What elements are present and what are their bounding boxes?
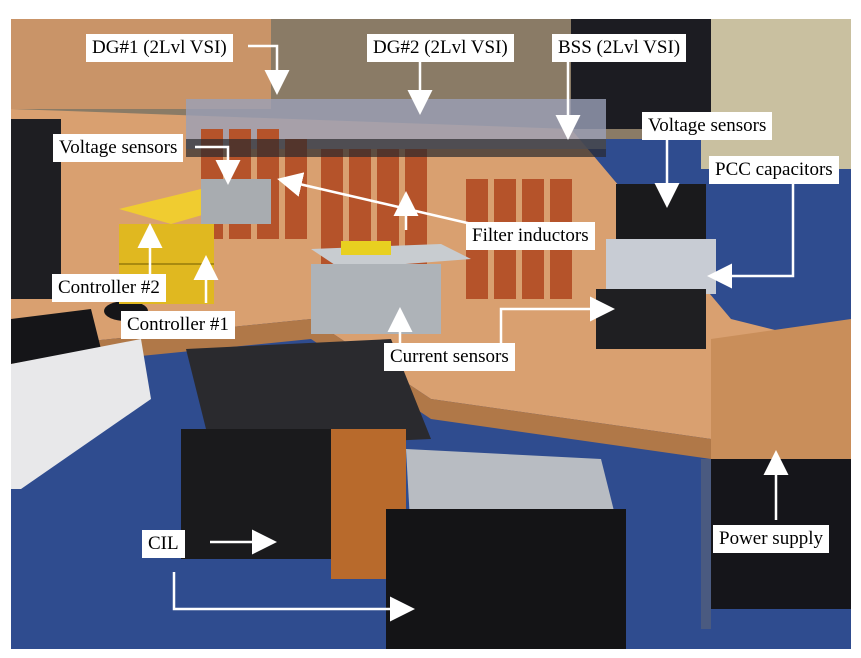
current-sensor-box bbox=[311, 264, 441, 334]
voltage-sensor-box-left bbox=[201, 179, 271, 224]
table-leg bbox=[701, 459, 711, 629]
label-voltage-sensors-right: Voltage sensors bbox=[642, 112, 773, 140]
current-sensor-box-right bbox=[596, 289, 706, 349]
back-shelf bbox=[11, 19, 271, 109]
side-table bbox=[711, 319, 851, 459]
desk-edge bbox=[11, 319, 711, 459]
label-dg2: DG#2 (2Lvl VSI) bbox=[367, 34, 514, 62]
filing-cabinet bbox=[701, 19, 851, 169]
voltage-sensor-box-right bbox=[616, 184, 706, 239]
label-controller2: Controller #2 bbox=[52, 274, 166, 302]
cil-box-left-top bbox=[186, 339, 431, 449]
cil-box-right bbox=[386, 509, 626, 649]
cil-box-left bbox=[181, 429, 331, 559]
hazard-tape bbox=[341, 241, 391, 255]
label-bss: BSS (2Lvl VSI) bbox=[552, 34, 687, 62]
pcc-capacitor-box bbox=[606, 239, 716, 294]
papers bbox=[11, 339, 151, 489]
keyboard bbox=[11, 309, 101, 364]
label-dg1: DG#1 (2Lvl VSI) bbox=[86, 34, 233, 62]
label-current-sensors: Current sensors bbox=[384, 343, 515, 371]
label-voltage-sensors-left: Voltage sensors bbox=[53, 134, 184, 162]
label-controller1: Controller #1 bbox=[121, 311, 235, 339]
label-cil: CIL bbox=[142, 530, 185, 558]
monitor bbox=[11, 119, 61, 299]
label-filter-inductors: Filter inductors bbox=[466, 222, 595, 250]
inverter-lids bbox=[186, 139, 606, 157]
label-pcc-capacitors: PCC capacitors bbox=[709, 156, 839, 184]
label-power-supply: Power supply bbox=[713, 525, 829, 553]
